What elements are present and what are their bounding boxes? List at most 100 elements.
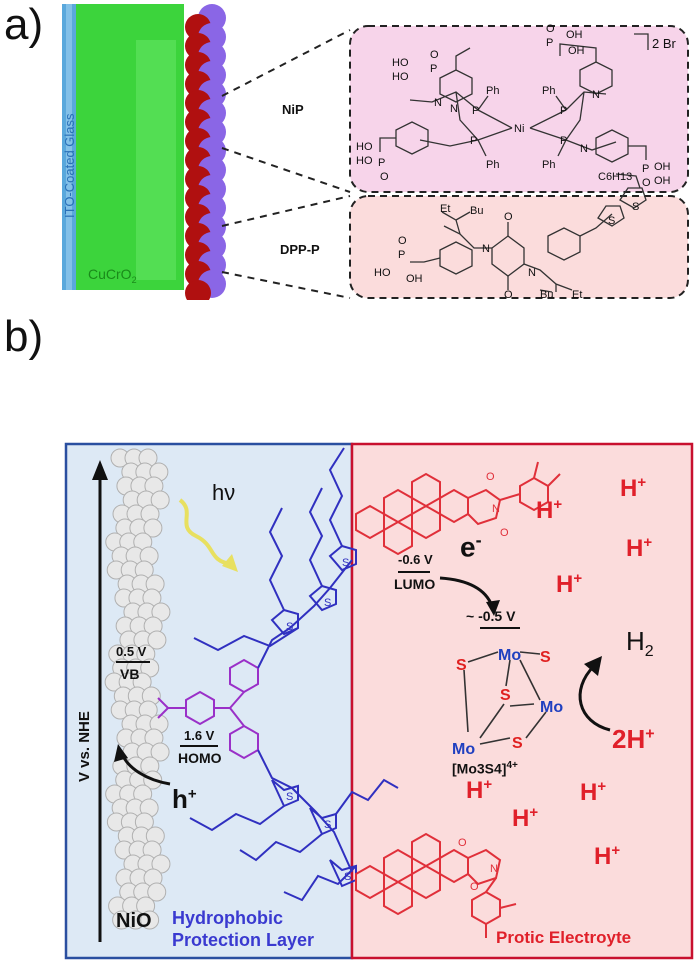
proton: H+ (594, 842, 621, 870)
svg-text:P: P (560, 105, 567, 117)
svg-text:Ph: Ph (542, 159, 555, 171)
svg-text:O: O (380, 171, 389, 183)
svg-text:O: O (398, 235, 407, 247)
svg-text:S: S (324, 819, 331, 831)
h2-label: H2 (626, 626, 654, 661)
svg-text:P: P (470, 135, 477, 147)
svg-text:Et: Et (572, 289, 582, 300)
bead-column (185, 4, 226, 300)
svg-text:OH: OH (568, 45, 585, 57)
svg-text:S: S (512, 735, 523, 752)
svg-text:S: S (324, 597, 331, 609)
svg-text:P: P (378, 157, 385, 169)
pmi-atom-labels: O O N O O N (458, 471, 509, 893)
catalyst-bead (185, 280, 211, 300)
layer-label-line1: Hydrophobic (172, 908, 283, 928)
svg-text:O: O (504, 211, 513, 223)
svg-text:OH: OH (406, 273, 423, 285)
proton: H+ (536, 496, 563, 524)
h2-cycle-arrow (578, 664, 611, 732)
svg-text:S: S (608, 215, 615, 227)
svg-text:P: P (398, 249, 405, 261)
proton: H+ (580, 778, 607, 806)
svg-text:O: O (486, 471, 495, 483)
proton: H+ (626, 534, 653, 562)
svg-text:N: N (492, 503, 500, 515)
nip-skeleton (379, 33, 649, 163)
dpp-label: DPP-P (280, 242, 320, 257)
svg-text:S: S (286, 621, 293, 633)
anchor-group (157, 658, 259, 760)
nio-particle (150, 742, 170, 762)
panel-a-label: a) (4, 0, 44, 49)
svg-text:HO: HO (392, 71, 409, 83)
svg-text:N: N (482, 243, 490, 255)
c6h13-label: C6H13 (598, 171, 632, 183)
svg-text:HO: HO (374, 267, 391, 279)
svg-text:O: O (642, 177, 651, 189)
panel-a-diagram: Ni P P P P Ph Ph Ph Ph N N N N HO HO OH … (62, 4, 689, 300)
vb-value: 0.5 V (116, 644, 147, 659)
oligothiophene-chains (189, 447, 399, 902)
svg-text:O: O (470, 881, 479, 893)
homo-value: 1.6 V (184, 728, 215, 743)
electrolyte-panel (350, 442, 694, 960)
nio-particle (147, 630, 167, 650)
svg-text:Ph: Ph (486, 85, 499, 97)
catalyst-label: [Mo3S4]4+ (452, 760, 518, 777)
svg-text:O: O (546, 23, 555, 35)
svg-text:N: N (528, 267, 536, 279)
svg-text:P: P (472, 105, 479, 117)
svg-text:S: S (540, 649, 551, 666)
svg-text:Mo: Mo (452, 741, 475, 758)
svg-text:S: S (286, 791, 293, 803)
pmi-acceptor-top (355, 461, 561, 556)
mo3s4-atoms: Mo Mo Mo S S S S (452, 647, 563, 758)
catalyst-potential: ~ -0.5 V (466, 608, 516, 624)
proton: H+ (556, 570, 583, 598)
vb-label: VB (120, 666, 140, 682)
svg-text:Mo: Mo (540, 699, 563, 716)
svg-text:Ph: Ph (486, 159, 499, 171)
dpp-atom-labels: C6H13 S S Et Bu Bu Et N N O O P HO OH O (374, 171, 639, 300)
svg-text:N: N (434, 97, 442, 109)
nip-atom-labels: Ni P P P P Ph Ph Ph Ph N N N N HO HO OH … (356, 23, 677, 189)
svg-text:S: S (342, 557, 349, 569)
axis-arrow-head (92, 460, 108, 480)
svg-text:O: O (430, 49, 439, 61)
svg-text:O: O (504, 289, 513, 300)
cucro2-label: CuCrO2 (88, 266, 137, 285)
nio-particle (150, 490, 170, 510)
dpp-skeleton (410, 173, 647, 293)
nip-structure-box (349, 25, 689, 193)
svg-text:S: S (500, 687, 511, 704)
homo-label: HOMO (178, 750, 222, 766)
protection-layer-panel (64, 442, 354, 960)
lumo-value: -0.6 V (398, 552, 433, 567)
svg-text:P: P (560, 135, 567, 147)
svg-text:S: S (632, 201, 639, 213)
axis-label: V vs. NHE (76, 711, 93, 782)
proton: H+ (620, 474, 647, 502)
panel-b-label: b) (4, 312, 44, 361)
electrolyte-label: Protic Electroyte (496, 928, 632, 947)
svg-text:P: P (546, 37, 553, 49)
svg-text:Mo: Mo (498, 647, 521, 664)
svg-text:O: O (458, 837, 467, 849)
svg-text:N: N (490, 863, 498, 875)
svg-text:Ni: Ni (514, 123, 524, 135)
light-arrow (178, 498, 231, 566)
proton: H+ (512, 804, 539, 832)
electron-label: e- (460, 530, 482, 563)
nip-label: NiP (282, 102, 304, 117)
nio-particle (147, 882, 167, 902)
svg-text:S: S (344, 871, 351, 883)
svg-text:Bu: Bu (540, 289, 553, 300)
svg-text:HO: HO (356, 155, 373, 167)
mo3s4-cluster (463, 651, 547, 745)
hole-label: h+ (172, 784, 197, 814)
svg-text:N: N (580, 143, 588, 155)
dye-s-labels: S S S S S S (286, 557, 351, 883)
svg-text:O: O (500, 527, 509, 539)
